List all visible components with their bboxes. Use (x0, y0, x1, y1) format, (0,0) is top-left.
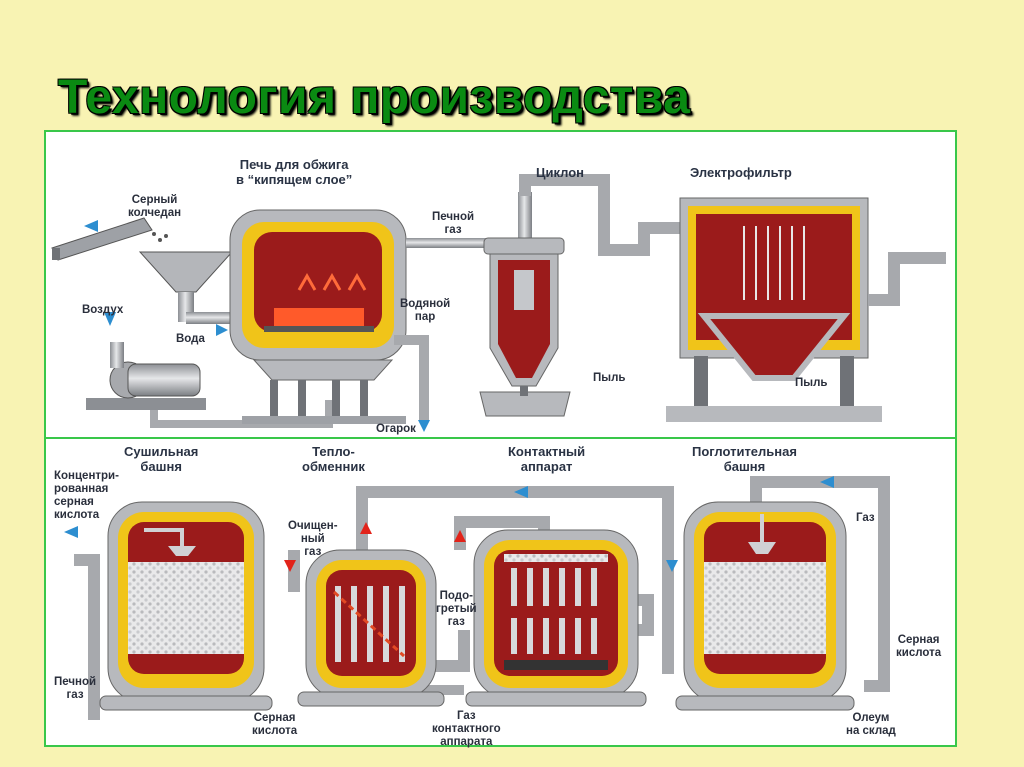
contact-apparatus-label-line1: Контактный (508, 444, 586, 459)
heat-exchanger-label-line1: Тепло- (312, 444, 355, 459)
contact-gas-label: Газ контактного аппарата (432, 710, 501, 749)
steam-label: Водяной пар (400, 298, 450, 324)
filter-dust-label: Пыль (795, 377, 828, 389)
air-label: Воздух (82, 304, 124, 316)
clean-gas-label-line3: газ (304, 546, 322, 558)
absorption-tower (675, 501, 855, 711)
concentrated-acid-label-line2: рованная (54, 483, 109, 495)
clean-gas-label: Очищен- ный газ (288, 520, 338, 559)
slide-title: Технология производства (58, 71, 691, 124)
contact-gas-label-line2: контактного (432, 723, 501, 735)
sulfuric-acid-bottom-label: Серная кислота (252, 712, 297, 738)
electrofilter (666, 197, 946, 422)
cyclone-outlet-pipe (519, 174, 680, 256)
heated-gas-label: Подо- гретый газ (436, 590, 477, 629)
drying-tower-label-line2: башня (140, 459, 182, 474)
fluidized-bed-furnace (229, 209, 407, 424)
contact-apparatus (465, 529, 647, 707)
concentrated-acid-label-line4: кислота (54, 509, 100, 521)
furnace-gas-pipe (406, 238, 526, 248)
oleum-label-line2: на склад (846, 725, 896, 737)
gas-label: Газ (856, 512, 875, 524)
heated-gas-label-line2: гретый (436, 603, 477, 615)
sulfuric-acid-right-line1: Серная (897, 634, 940, 646)
furnace-gas-label: Печной газ (432, 211, 474, 237)
absorption-tower-label: Поглотительная башня (692, 444, 797, 474)
furnace-label-line1: Печь для обжига (239, 157, 349, 172)
concentrated-acid-label: Концентри- рованная серная кислота (54, 470, 119, 522)
sulfuric-acid-bottom-line1: Серная (253, 712, 296, 724)
sulfuric-acid-right-line2: кислота (896, 647, 942, 659)
drying-tower-label-line1: Сушильная (124, 444, 199, 459)
pyrite-label: Серный колчедан (128, 194, 181, 220)
furnace-label: Печь для обжига в “кипящем слое” (236, 157, 352, 187)
water-label: Вода (176, 333, 205, 345)
cinder-pipe (394, 335, 429, 420)
clean-gas-label-line2: ный (300, 533, 325, 545)
cyclone-label: Циклон (536, 165, 585, 180)
steam-label-line1: Водяной (400, 298, 451, 310)
heat-exchanger (297, 549, 445, 707)
furnace-gas-label-line2: газ (444, 224, 462, 236)
oleum-label: Олеум на склад (846, 712, 896, 738)
furnace-label-line2: в “кипящем слое” (236, 172, 353, 187)
steam-label-line2: пар (414, 311, 436, 323)
contact-gas-label-line3: аппарата (440, 736, 493, 748)
furnace-gas-in-line2: газ (66, 689, 84, 701)
heated-gas-label-line1: Подо- (439, 590, 473, 602)
oleum-label-line1: Олеум (852, 712, 890, 724)
furnace-gas-label-line1: Печной (432, 211, 475, 223)
pyrite-label-line2: колчедан (128, 207, 182, 219)
electrofilter-label: Электрофильтр (690, 165, 792, 180)
sulfuric-acid-bottom-line2: кислота (252, 725, 298, 737)
furnace-gas-in-line1: Печной (54, 676, 97, 688)
contact-gas-label-line1: Газ (457, 710, 476, 722)
contact-apparatus-label: Контактный аппарат (508, 444, 585, 474)
absorption-tower-label-line1: Поглотительная (692, 444, 797, 459)
furnace-gas-in-label: Печной газ (54, 676, 96, 702)
cyclone (479, 192, 571, 417)
production-scheme (51, 174, 946, 720)
cyclone-dust-label: Пыль (593, 372, 626, 384)
heated-gas-label-line3: газ (447, 616, 465, 628)
heat-exchanger-label: Тепло- обменник (302, 444, 365, 474)
heat-exchanger-label-line2: обменник (302, 459, 365, 474)
contact-apparatus-label-line2: аппарат (520, 459, 573, 474)
pyrite-label-line1: Серный (131, 194, 178, 206)
pyrite-conveyor (51, 217, 168, 261)
panel-divider (44, 437, 957, 439)
air-blower (86, 342, 333, 428)
absorption-tower-label-line2: башня (723, 459, 766, 474)
concentrated-acid-label-line1: Концентри- (54, 470, 119, 482)
sulfuric-acid-right-label: Серная кислота (896, 634, 941, 660)
cinder-label: Огарок (376, 423, 416, 435)
drying-tower (99, 501, 273, 711)
clean-gas-label-line1: Очищен- (288, 520, 338, 532)
concentrated-acid-label-line3: серная (54, 496, 94, 508)
drying-tower-label: Сушильная башня (124, 444, 198, 474)
